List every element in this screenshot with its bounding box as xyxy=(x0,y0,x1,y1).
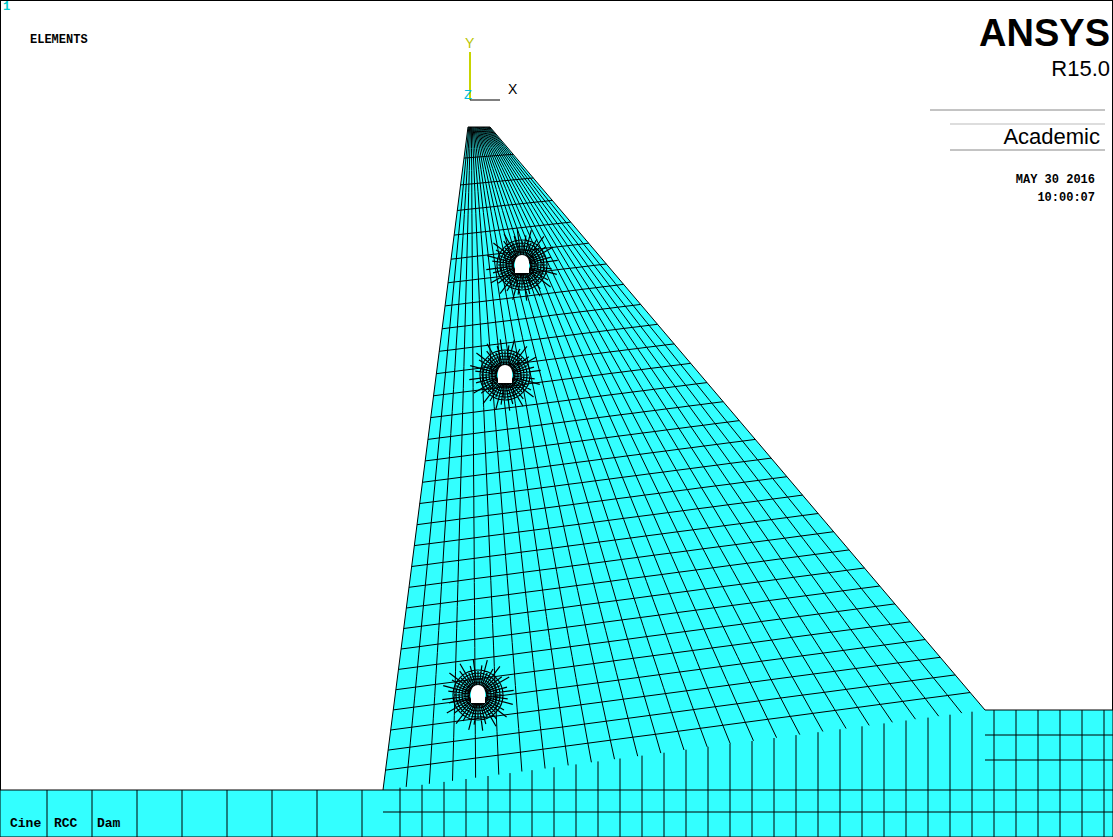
gallery-opening xyxy=(515,255,529,273)
version: R15.0 xyxy=(1051,58,1110,80)
title-word: Cine xyxy=(10,817,41,830)
element-mesh xyxy=(47,127,1113,837)
brand-name: ANSYS xyxy=(979,14,1110,52)
dam-mesh xyxy=(386,127,971,787)
date: MAY 30 2016 xyxy=(1016,174,1095,186)
title-word: RCC xyxy=(54,817,77,830)
gallery-mesh xyxy=(442,659,513,730)
galleries xyxy=(442,229,557,730)
gallery-mesh xyxy=(469,339,540,410)
rule xyxy=(950,150,1105,151)
gallery-opening xyxy=(498,365,512,383)
title-word: Dam xyxy=(97,817,120,830)
rule xyxy=(930,110,1105,111)
axis-label: X xyxy=(508,82,517,96)
plot-number: 1 xyxy=(3,1,10,13)
foundation-mesh xyxy=(47,710,1113,837)
x-axis xyxy=(470,100,500,101)
dam-and-foundation xyxy=(0,127,1113,837)
rule xyxy=(950,124,1105,125)
axis-label: Z xyxy=(464,88,472,101)
gallery-mesh xyxy=(486,229,557,300)
plot-type: ELEMENTS xyxy=(30,34,88,46)
time: 10:00:07 xyxy=(1037,192,1095,204)
axis-label: Y xyxy=(465,36,474,50)
license: Academic xyxy=(1003,126,1100,148)
gallery-opening xyxy=(471,685,485,703)
